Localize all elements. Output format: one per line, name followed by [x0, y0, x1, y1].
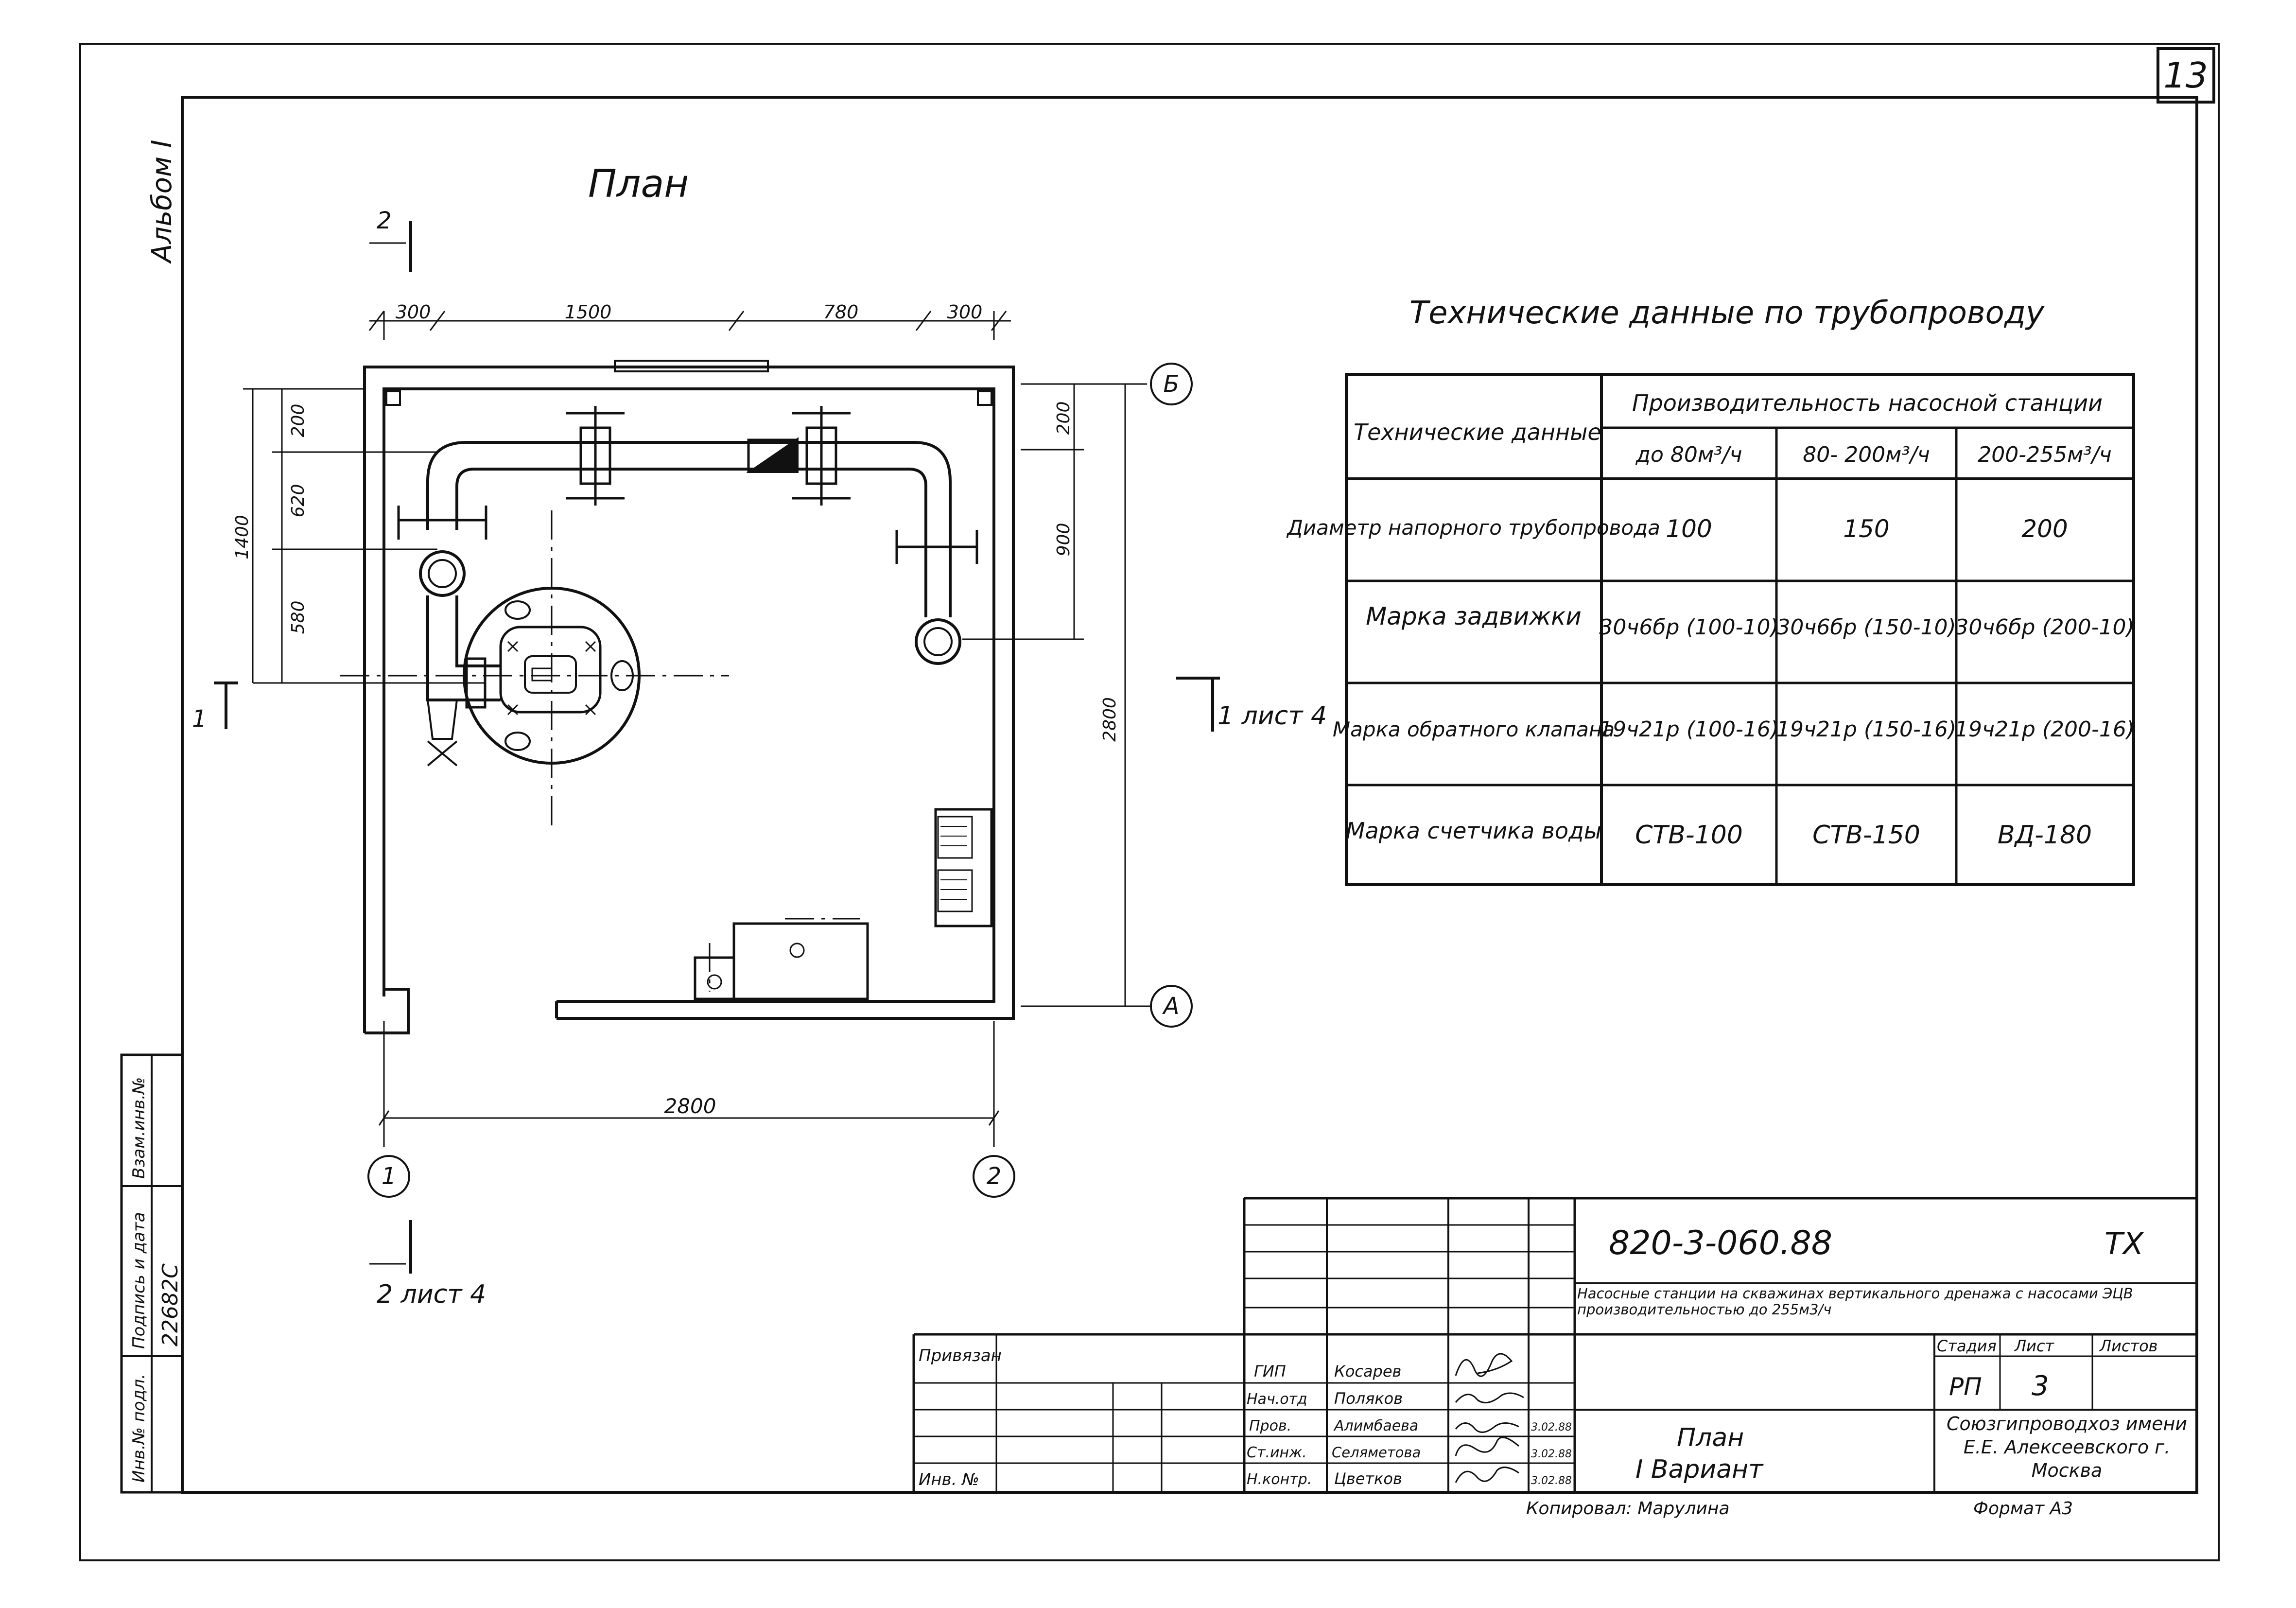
equipment — [694, 808, 993, 1000]
stage-label: Стадия — [1937, 1337, 1997, 1355]
tech-cell: 30ч6бр (150-10) — [1776, 615, 1956, 640]
tech-cell: СТВ-100 — [1635, 821, 1743, 850]
axis-a: А — [1162, 993, 1180, 1020]
section-left: 1 — [192, 705, 207, 733]
name-stinzh: Селяметова — [1332, 1444, 1421, 1461]
tech-header-group: Производительность насосной станции — [1632, 390, 2103, 416]
role-nkontr: Н.контр. — [1247, 1471, 1312, 1488]
tech-row-label: Диаметр напорного трубопровода — [1286, 516, 1660, 540]
tech-cell: ВД-180 — [1998, 821, 2092, 850]
doc-code: 820-3-060.88 — [1609, 1224, 1832, 1262]
tech-cell: 30ч6бр (200-10) — [1955, 615, 2134, 640]
inv-label: Инв. № — [919, 1470, 979, 1489]
tech-cell: СТВ-150 — [1812, 821, 1920, 850]
section-bottom: 2 лист 4 — [377, 1280, 486, 1309]
tech-table-grid — [1345, 373, 2135, 886]
side-value: 22682С — [158, 1263, 183, 1346]
tech-cell: 19ч21р (100-16) — [1599, 717, 1779, 742]
dim-top-4: 300 — [947, 301, 983, 323]
tech-row-label: Марка счетчика воды — [1346, 818, 1601, 844]
section-top: 2 — [377, 207, 392, 234]
name-nach: Поляков — [1334, 1389, 1403, 1408]
name-nkontr: Цветков — [1334, 1469, 1402, 1488]
tech-row-label: Марка обратного клапана — [1333, 717, 1615, 741]
plan-dimensions — [243, 311, 1152, 1147]
center-lines — [340, 510, 860, 992]
tech-cell: 200 — [2021, 515, 2068, 543]
dim-right-2: 900 — [1054, 523, 1074, 557]
axis-2: 2 — [987, 1163, 1002, 1190]
role-gip: ГИП — [1254, 1362, 1286, 1381]
attached-label: Привязан — [919, 1346, 1002, 1365]
name-prov: Алимбаева — [1333, 1417, 1418, 1434]
copied-by: Копировал: Марулина — [1526, 1499, 1730, 1519]
doc-description: Насосные станции на скважинах вертикальн… — [1577, 1286, 2133, 1318]
tech-cell: 100 — [1666, 515, 1712, 543]
well-bolts — [507, 641, 596, 716]
dim-bottom: 2800 — [664, 1094, 716, 1118]
axis-markers — [367, 363, 1193, 1198]
outer-frame — [79, 43, 2220, 1561]
doc-mark: ТХ — [2105, 1226, 2144, 1261]
album-label: Альбом I — [146, 140, 178, 264]
tech-col-1: до 80м³/ч — [1635, 442, 1742, 467]
format: Формат А3 — [1973, 1499, 2073, 1519]
side-stamp — [120, 1053, 184, 1494]
dim-right-1: 200 — [1054, 402, 1074, 435]
room-walls — [363, 360, 1015, 1034]
role-prov: Пров. — [1249, 1417, 1291, 1434]
tech-table-title: Технические данные по трубопроводу — [1409, 295, 2045, 331]
role-nach: Нач.отд — [1247, 1391, 1307, 1408]
organization: Союзгипроводхоз имени Е.Е. Алексеевского… — [1946, 1413, 2188, 1481]
tech-col-2: 80- 200м³/ч — [1803, 442, 1930, 467]
tech-header-first: Технические данные — [1354, 419, 1601, 445]
sheet-number: 13 — [2163, 55, 2208, 96]
tech-cell: 19ч21р (150-16) — [1776, 717, 1956, 742]
dim-left-1: 200 — [288, 404, 308, 437]
dim-top-1: 300 — [396, 301, 431, 323]
sheet-name: План — [1677, 1423, 1744, 1452]
sheet-value: 3 — [2032, 1370, 2049, 1402]
tech-row-label: Марка задвижки — [1366, 602, 1582, 630]
sheet-number-box — [2157, 47, 2215, 104]
dim-top-3: 780 — [823, 301, 859, 323]
plan-title: План — [588, 162, 689, 206]
title-block-grid — [912, 1197, 2197, 1492]
pipeline — [419, 426, 961, 767]
date-stinzh: 3.02.88 — [1531, 1448, 1572, 1460]
axis-1: 1 — [382, 1163, 397, 1190]
date-prov: 3.02.88 — [1531, 1421, 1572, 1433]
section-right: 1 лист 4 — [1218, 701, 1327, 731]
sheets-label: Листов — [2099, 1337, 2158, 1355]
side-label-inv: Инв.№ подл. — [129, 1374, 149, 1483]
tech-col-3: 200-255м³/ч — [1978, 442, 2112, 467]
dim-left-2: 620 — [288, 484, 308, 518]
well — [463, 587, 641, 765]
inner-frame — [181, 96, 2198, 1494]
dim-right-total: 2800 — [1100, 697, 1120, 742]
signatures — [1455, 1353, 1524, 1483]
sheet-label: Лист — [2014, 1337, 2054, 1355]
pipe-supports — [397, 406, 978, 564]
section-marks — [214, 221, 1220, 1274]
tech-cell: 19ч21р (200-16) — [1955, 717, 2135, 742]
name-gip: Косарев — [1334, 1362, 1401, 1381]
date-nkontr: 3.02.88 — [1531, 1475, 1572, 1487]
axis-b: Б — [1164, 370, 1180, 398]
role-stinzh: Ст.инж. — [1247, 1444, 1307, 1461]
sheet-variant: I Вариант — [1635, 1455, 1764, 1484]
side-label-sign: Подпись и дата — [129, 1212, 149, 1349]
tech-cell: 150 — [1843, 515, 1889, 543]
dim-top-2: 1500 — [565, 301, 612, 323]
tech-cell: 30ч6бр (100-10) — [1599, 615, 1778, 640]
dim-left-3: 580 — [288, 601, 308, 634]
dim-left-total: 1400 — [232, 515, 252, 559]
stage-value: РП — [1949, 1373, 1982, 1401]
side-label-vzam: Взам.инв.№ — [129, 1077, 149, 1179]
